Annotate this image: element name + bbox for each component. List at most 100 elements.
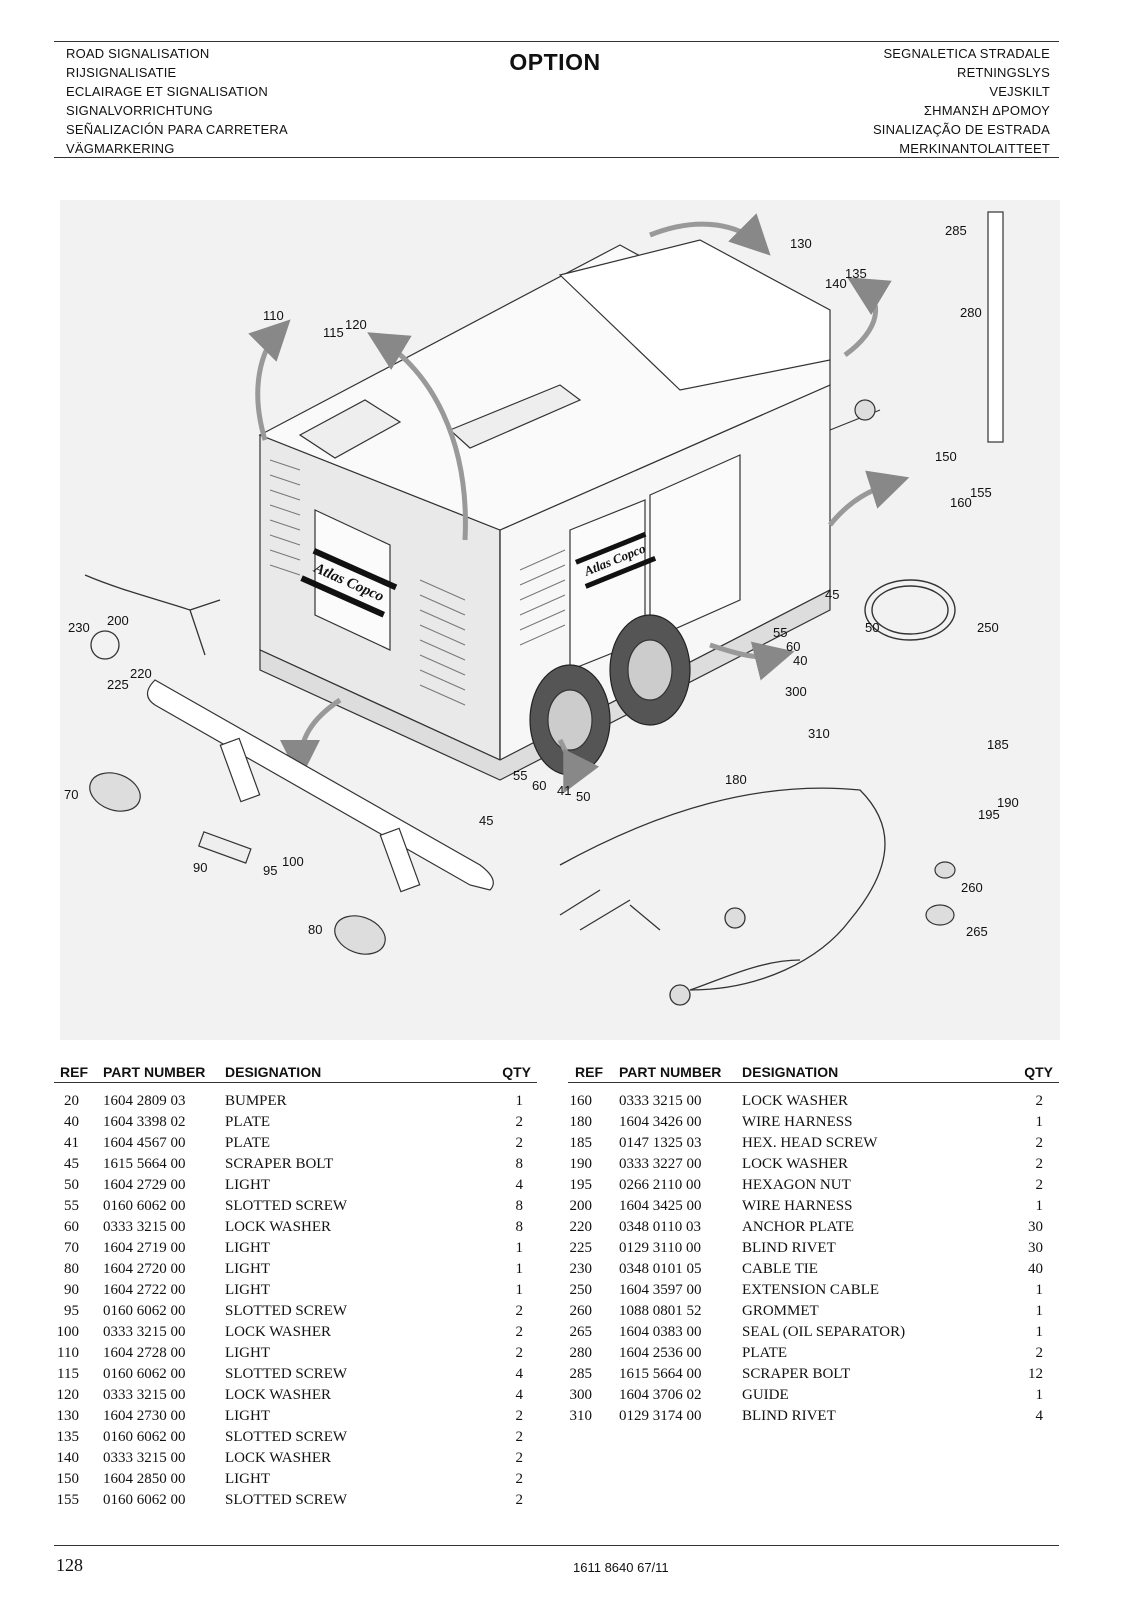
cell-qty: 2: [515, 1114, 524, 1130]
callout-label: 230: [68, 620, 90, 635]
cell-qty: 1: [1035, 1324, 1044, 1340]
footer-rule: [54, 1545, 1059, 1546]
cell-part-number: 0333 3215 00: [103, 1450, 186, 1466]
callout-label: 90: [193, 860, 207, 875]
cell-designation: LOCK WASHER: [742, 1156, 848, 1172]
header-right-line: RETNINGSLYS: [957, 65, 1050, 80]
exploded-arrows: [248, 213, 910, 794]
cell-part-number: 0129 3174 00: [619, 1408, 702, 1424]
cell-part-number: 1604 0383 00: [619, 1324, 702, 1340]
callout-label: 180: [725, 772, 747, 787]
cell-part-number: 1604 2536 00: [619, 1345, 702, 1361]
callout-label: 250: [977, 620, 999, 635]
cell-qty: 1: [1035, 1303, 1044, 1319]
cell-ref: 45: [64, 1156, 79, 1172]
cell-part-number: 0160 6062 00: [103, 1303, 186, 1319]
header-top-rule: [54, 41, 1059, 42]
cell-designation: LOCK WASHER: [225, 1219, 331, 1235]
header-left-line: SEÑALIZACIÓN PARA CARRETERA: [66, 122, 288, 137]
cell-designation: HEXAGON NUT: [742, 1177, 851, 1193]
col-header-qty: QTY: [1024, 1064, 1053, 1080]
bumper: [146, 679, 494, 893]
cell-ref: 50: [64, 1177, 79, 1193]
callout-label: 260: [961, 880, 983, 895]
cell-qty: 1: [515, 1261, 524, 1277]
cell-qty: 12: [1028, 1366, 1043, 1382]
cell-ref: 265: [569, 1324, 593, 1340]
wire-harness-200: [84, 574, 221, 660]
cell-designation: LIGHT: [225, 1240, 270, 1256]
cell-designation: LIGHT: [225, 1471, 270, 1487]
cell-qty: 4: [515, 1387, 524, 1403]
cell-part-number: 1604 3426 00: [619, 1114, 702, 1130]
callout-label: 140: [825, 276, 847, 291]
cell-designation: SEAL (OIL SEPARATOR): [742, 1324, 906, 1340]
cell-designation: SCRAPER BOLT: [742, 1366, 851, 1382]
cell-designation: HEX. HEAD SCREW: [742, 1135, 878, 1151]
cell-ref: 140: [56, 1450, 80, 1466]
callout-label: 135: [845, 266, 867, 281]
cell-ref: 120: [56, 1387, 80, 1403]
cell-designation: BLIND RIVET: [742, 1240, 836, 1256]
cell-qty: 1: [515, 1282, 524, 1298]
col-header-ref: REF: [575, 1064, 603, 1080]
cell-part-number: 0348 0101 05: [619, 1261, 702, 1277]
cell-qty: 2: [1035, 1135, 1044, 1151]
cell-qty: 30: [1028, 1219, 1043, 1235]
callout-label: 265: [966, 924, 988, 939]
header-right-line: ΣΗΜΑΝΣΗ ΔΡΟΜΟΥ: [923, 103, 1050, 118]
cell-qty: 4: [515, 1177, 524, 1193]
cell-ref: 225: [569, 1240, 593, 1256]
header-left-line: RIJSIGNALISATIE: [66, 65, 177, 80]
cell-designation: ANCHOR PLATE: [742, 1219, 855, 1235]
callout-label: 95: [263, 863, 277, 878]
cell-ref: 185: [569, 1135, 593, 1151]
cell-part-number: 1604 4567 00: [103, 1135, 186, 1151]
compressor-unit: [258, 239, 881, 781]
cell-ref: 130: [56, 1408, 80, 1424]
col-header-part-number: PART NUMBER: [103, 1064, 206, 1080]
cell-ref: 90: [64, 1282, 79, 1298]
callout-label: 60: [532, 778, 546, 793]
cell-part-number: 0266 2110 00: [619, 1177, 701, 1193]
callout-label: 225: [107, 677, 129, 692]
cell-qty: 2: [515, 1135, 524, 1151]
cell-designation: SLOTTED SCREW: [225, 1303, 348, 1319]
cell-part-number: 1604 2728 00: [103, 1345, 186, 1361]
callout-label: 220: [130, 666, 152, 681]
callout-label: 115: [323, 325, 344, 340]
callout-label: 80: [308, 922, 322, 937]
cell-ref: 115: [57, 1366, 79, 1382]
cell-part-number: 1604 2850 00: [103, 1471, 186, 1487]
cell-ref: 80: [64, 1261, 79, 1277]
cell-ref: 70: [64, 1240, 79, 1256]
cell-qty: 1: [1035, 1387, 1044, 1403]
callout-label: 55: [773, 625, 787, 640]
cell-qty: 1: [1035, 1198, 1044, 1214]
cell-designation: SCRAPER BOLT: [225, 1156, 334, 1172]
cell-ref: 190: [569, 1156, 593, 1172]
cell-ref: 195: [569, 1177, 593, 1193]
cell-designation: LOCK WASHER: [225, 1387, 331, 1403]
cell-part-number: 1615 5664 00: [103, 1156, 186, 1172]
cell-qty: 2: [515, 1303, 524, 1319]
header-right-block: SEGNALETICA STRADALE RETNINGSLYS VEJSKIL…: [873, 44, 1050, 158]
